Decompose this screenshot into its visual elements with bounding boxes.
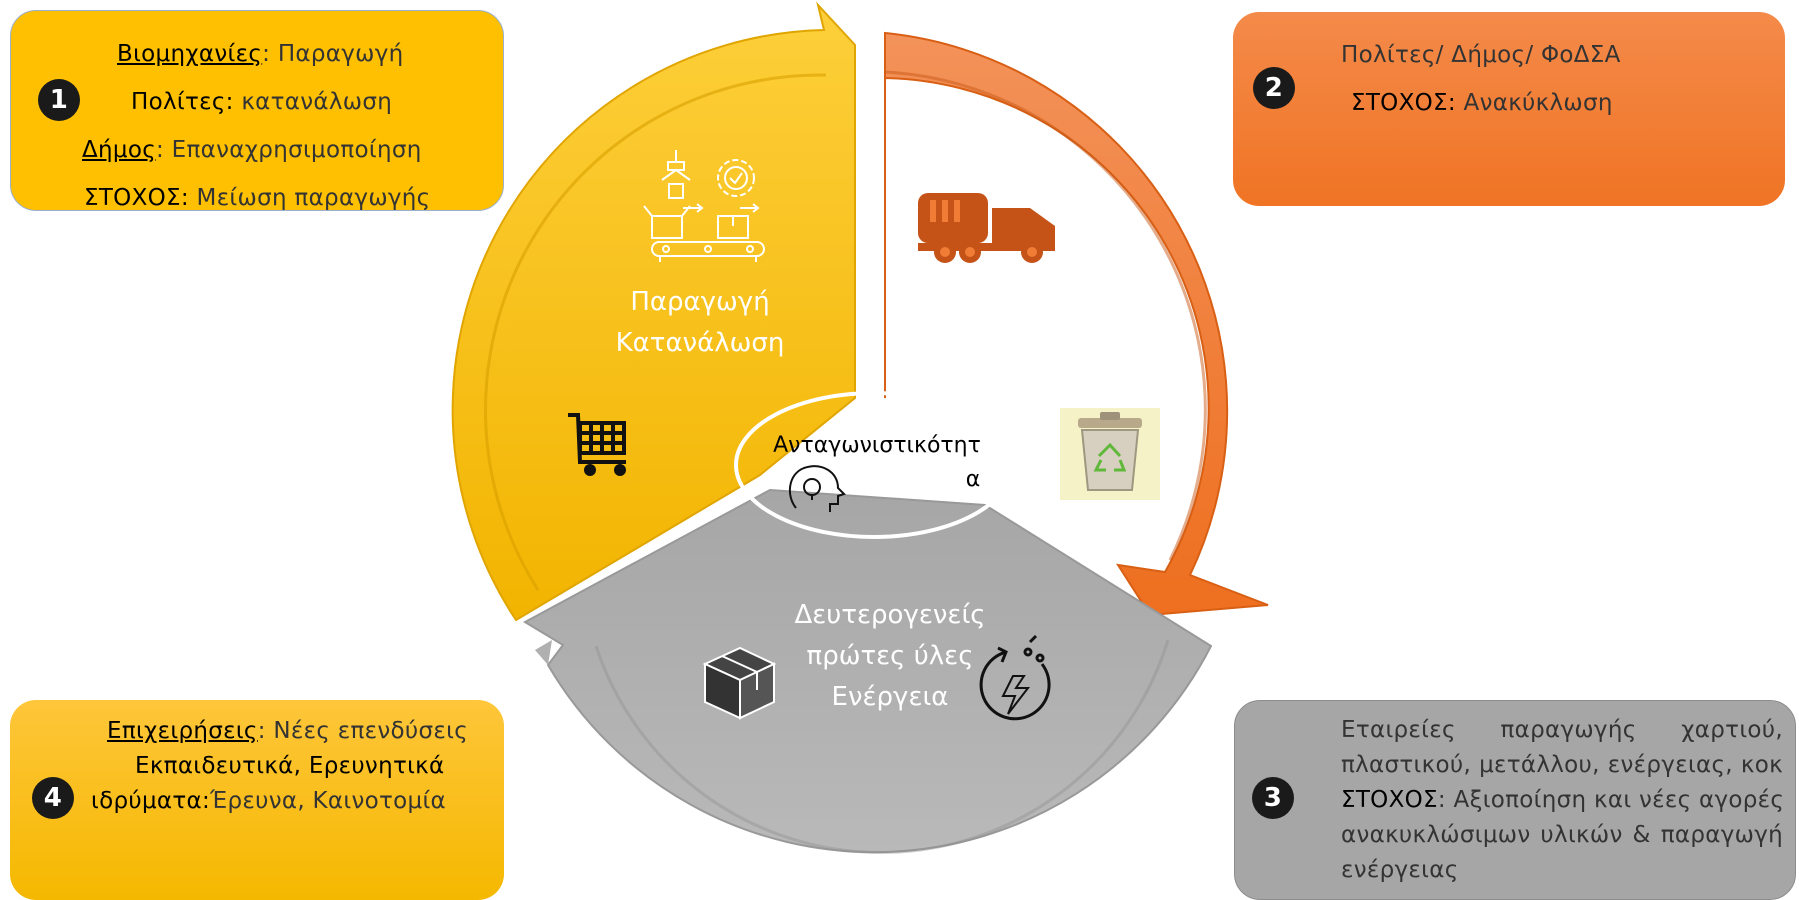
box1-line-1-text: : Παραγωγή: [262, 41, 404, 67]
recycle-bin-icon: [1060, 408, 1160, 500]
center-label-2: α: [966, 467, 981, 492]
box1-line-1: Βιομηχανίες: Παραγωγή: [117, 41, 404, 67]
box3-line-3-text: : Αξιοποίηση και νέες αγορές: [1437, 787, 1785, 813]
stakeholder-box-4: 4 Επιχειρήσεις: Νέες επενδύσεις Εκπαιδευ…: [10, 700, 504, 900]
box1-line-3: Δήμος: Επαναχρησιμοποίηση: [82, 137, 422, 163]
box1-line-4-bold: ΣΤΟΧΟΣ:: [84, 185, 189, 211]
box3-line-4: ανακυκλώσιμων υλικών & παραγωγή: [1341, 822, 1783, 848]
stakeholder-box-1: 1 Βιομηχανίες: Παραγωγή Πολίτες: κατανάλ…: [10, 10, 504, 211]
box2-line-1: Πολίτες/ Δήμος/ ΦοΔΣΑ: [1341, 42, 1621, 68]
center-ellipse: [734, 391, 1014, 539]
box1-line-4: ΣΤΟΧΟΣ: Μείωση παραγωγής: [84, 185, 431, 211]
box4-line-1: Επιχειρήσεις: Νέες επενδύσεις: [107, 718, 468, 744]
box3-line-3-bold: ΣΤΟΧΟΣ: [1341, 787, 1438, 813]
number-badge-1: 1: [38, 79, 80, 121]
segment-secondary-label-3: Ενέργεια: [832, 682, 949, 712]
box1-line-3-bold: Δήμος: [82, 137, 157, 163]
box1-line-1-bold: Βιομηχανίες: [117, 41, 263, 67]
box2-line-2-text: Ανακύκλωση: [1455, 90, 1613, 116]
segment-production: [451, 1, 856, 622]
box4-line-2: Εκπαιδευτικά, Ερευνητικά: [135, 753, 445, 779]
box3-line-1: Εταιρείες παραγωγής χαρτιού,: [1341, 717, 1783, 743]
conveyor-boxes-icon: [643, 203, 765, 262]
number-badge-2: 2: [1253, 67, 1295, 109]
number-badge-4: 4: [32, 777, 74, 819]
box4-line-1-text: : Νέες επενδύσεις: [257, 718, 469, 744]
segment-secondary-label-2: πρώτες ύλες: [807, 641, 974, 671]
box2-line-2: ΣΤΟΧΟΣ: Ανακύκλωση: [1351, 90, 1613, 116]
box4-line-2-bold: Εκπαιδευτικά, Ερευνητικά: [135, 753, 445, 779]
box1-line-3-text: : Επαναχρησιμοποίηση: [156, 137, 422, 163]
stakeholder-box-2: 2 Πολίτες/ Δήμος/ ΦοΔΣΑ ΣΤΟΧΟΣ: Ανακύκλω…: [1233, 12, 1785, 206]
segment-production-label-2: Κατανάλωση: [616, 328, 785, 358]
box1-line-2-text: κατανάλωση: [233, 89, 393, 115]
stakeholder-box-3: 3 Εταιρείες παραγωγής χαρτιού, πλαστικού…: [1234, 700, 1796, 900]
segment-waste-label-2: Αποβλήτων: [963, 328, 1113, 358]
segment-waste: [884, 31, 1269, 617]
box3-line-2: πλαστικού, μετάλλου, ενέργειας, κοκ: [1341, 752, 1783, 778]
box1-line-2: Πολίτες: κατανάλωση: [131, 89, 392, 115]
segment-secondary-label-1: Δευτερογενείς: [794, 600, 985, 630]
package-box-icon: [702, 646, 777, 720]
box2-line-2-bold: ΣΤΟΧΟΣ:: [1351, 90, 1456, 116]
center-label-1: Ανταγωνιστικότητ: [773, 433, 981, 458]
box4-line-3-bold: ιδρύματα:: [91, 788, 211, 814]
segment-secondary: [522, 488, 1213, 854]
segment-waste-label-1: Διαχείριση: [968, 287, 1108, 317]
factory-robot-icon: [661, 150, 691, 199]
box4-line-1-bold: Επιχειρήσεις: [107, 718, 258, 744]
box1-line-2-bold: Πολίτες:: [131, 89, 234, 115]
idea-head-icon: [788, 465, 846, 512]
box4-line-3: ιδρύματα:Έρευνα, Καινοτομία: [91, 788, 446, 814]
garbage-truck-icon: [918, 193, 1055, 263]
gear-check-icon: [717, 159, 755, 197]
box1-line-4-text: Μείωση παραγωγής: [188, 185, 431, 211]
box3-line-3: ΣΤΟΧΟΣ: Αξιοποίηση και νέες αγορές: [1341, 787, 1785, 813]
segment-production-label-1: Παραγωγή: [630, 287, 769, 317]
shopping-cart-icon: [568, 413, 626, 476]
energy-cycle-icon: [979, 634, 1051, 721]
box3-line-5: ενέργειας: [1341, 857, 1459, 883]
number-badge-3: 3: [1252, 777, 1294, 819]
box4-line-3-text: Έρευνα, Καινοτομία: [210, 788, 446, 814]
